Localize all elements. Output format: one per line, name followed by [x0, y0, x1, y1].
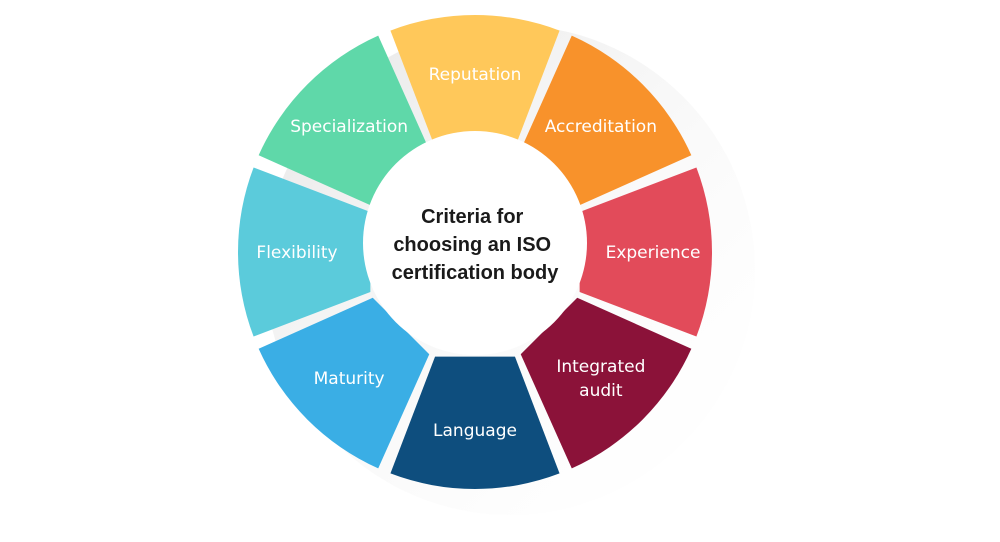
segment-label-integrated-audit: Integrated audit	[556, 357, 645, 401]
segment-label-specialization-line-1: Specialization	[290, 117, 408, 137]
segment-label-specialization: Specialization	[290, 117, 408, 137]
segment-specialization	[258, 35, 430, 207]
segment-label-language-line-1: Language	[433, 421, 517, 441]
segment-reputation	[390, 14, 560, 148]
center-title-line-2: choosing an ISO	[393, 234, 551, 256]
segment-label-experience: Experience	[606, 243, 701, 263]
segment-accreditation	[520, 35, 692, 207]
segment-label-flexibility: Flexibility	[256, 243, 337, 263]
segment-label-integrated-audit-line-2: audit	[579, 381, 623, 401]
segment-experience	[579, 167, 712, 337]
segment-label-experience-line-1: Experience	[606, 243, 701, 263]
segment-flexibility	[237, 167, 371, 337]
segment-label-accreditation: Accreditation	[545, 117, 657, 137]
center-circle	[363, 131, 587, 355]
segment-label-integrated-audit-line-1: Integrated	[556, 357, 645, 377]
segment-maturity	[258, 297, 430, 469]
segment-label-maturity-line-1: Maturity	[314, 369, 385, 389]
segment-label-reputation-line-1: Reputation	[429, 65, 522, 85]
center-title: Criteria for choosing an ISO certificati…	[392, 206, 560, 284]
segment-label-flexibility-line-1: Flexibility	[256, 243, 337, 263]
segment-label-accreditation-line-1: Accreditation	[545, 117, 657, 137]
segment-label-language: Language	[433, 421, 517, 441]
segment-label-reputation: Reputation	[429, 65, 522, 85]
segment-label-maturity: Maturity	[314, 369, 385, 389]
segment-language	[390, 356, 560, 489]
center-title-line-3: certification body	[392, 262, 560, 284]
center-title-line-1: Criteria for	[421, 206, 523, 228]
segments-layer: ReputationAccreditationExperienceIntegra…	[237, 14, 712, 489]
segment-integrated-audit	[520, 297, 692, 469]
